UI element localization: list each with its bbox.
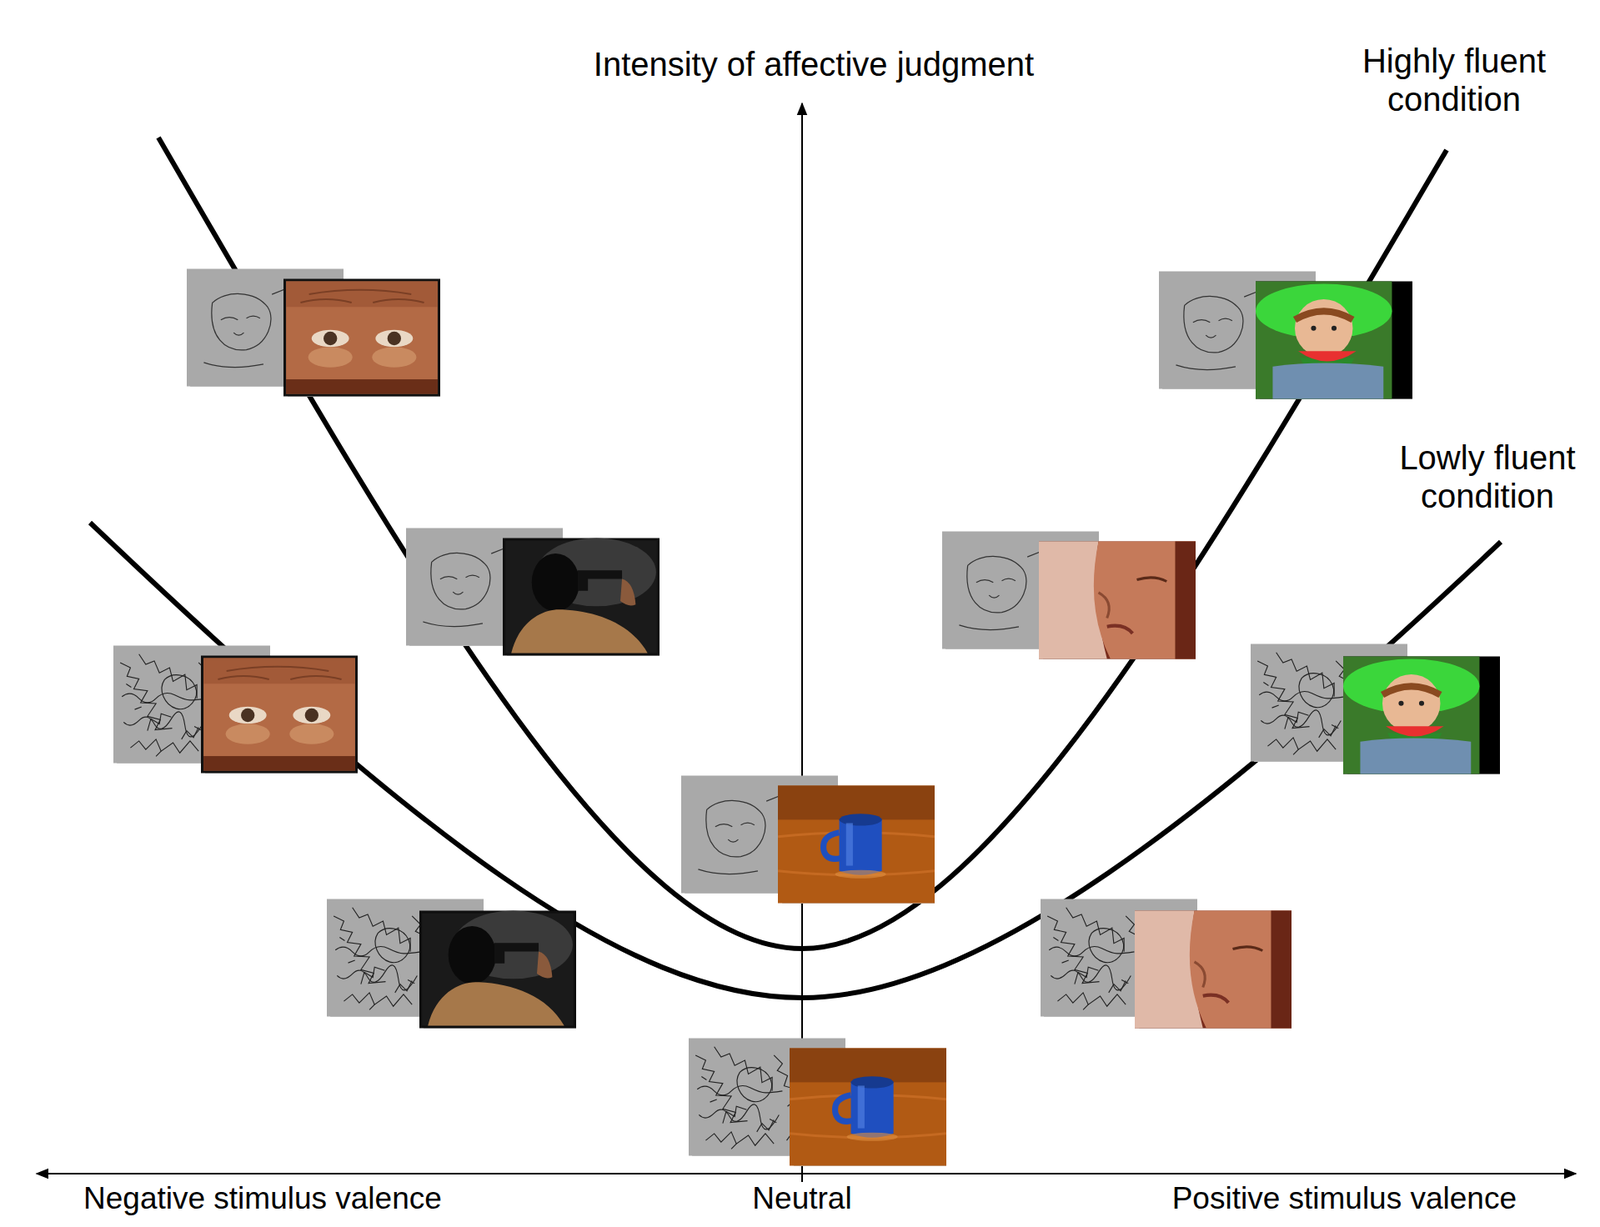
condition-label: Highly fluent condition <box>1349 41 1559 119</box>
condition-label: Lowly fluent condition <box>1383 438 1592 516</box>
axis-label: Negative stimulus valence <box>83 1182 551 1217</box>
axis-label: Neutral <box>677 1182 928 1217</box>
axis-title: Intensity of affective judgment <box>509 45 1119 84</box>
axis-label: Positive stimulus valence <box>1049 1182 1517 1217</box>
